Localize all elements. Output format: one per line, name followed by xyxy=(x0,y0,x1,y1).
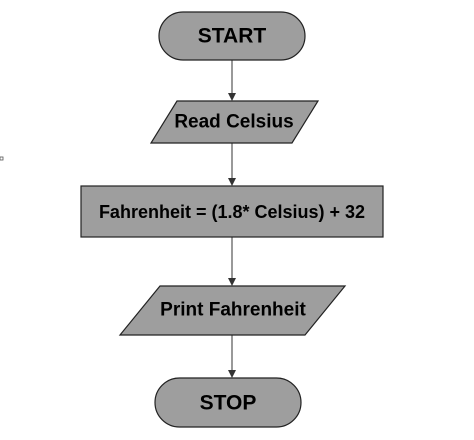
start-node: START xyxy=(158,11,306,61)
connector-output-to-stop xyxy=(228,335,236,378)
stop-node-label: STOP xyxy=(200,392,257,415)
process-node: Fahrenheit = (1.8* Celsius) + 32 xyxy=(80,185,384,238)
start-node-label: START xyxy=(198,25,267,48)
stray-marker xyxy=(0,156,4,161)
input-node-label: Read Celsius xyxy=(174,112,293,133)
stop-node: STOP xyxy=(154,377,302,428)
connector-input-to-process xyxy=(228,143,236,186)
output-node: Print Fahrenheit xyxy=(118,285,347,336)
connector-process-to-output xyxy=(228,237,236,286)
input-node: Read Celsius xyxy=(149,100,320,144)
connector-start-to-input xyxy=(228,60,236,101)
output-node-label: Print Fahrenheit xyxy=(160,300,306,321)
process-node-label: Fahrenheit = (1.8* Celsius) + 32 xyxy=(99,202,365,222)
connectors xyxy=(228,60,236,378)
